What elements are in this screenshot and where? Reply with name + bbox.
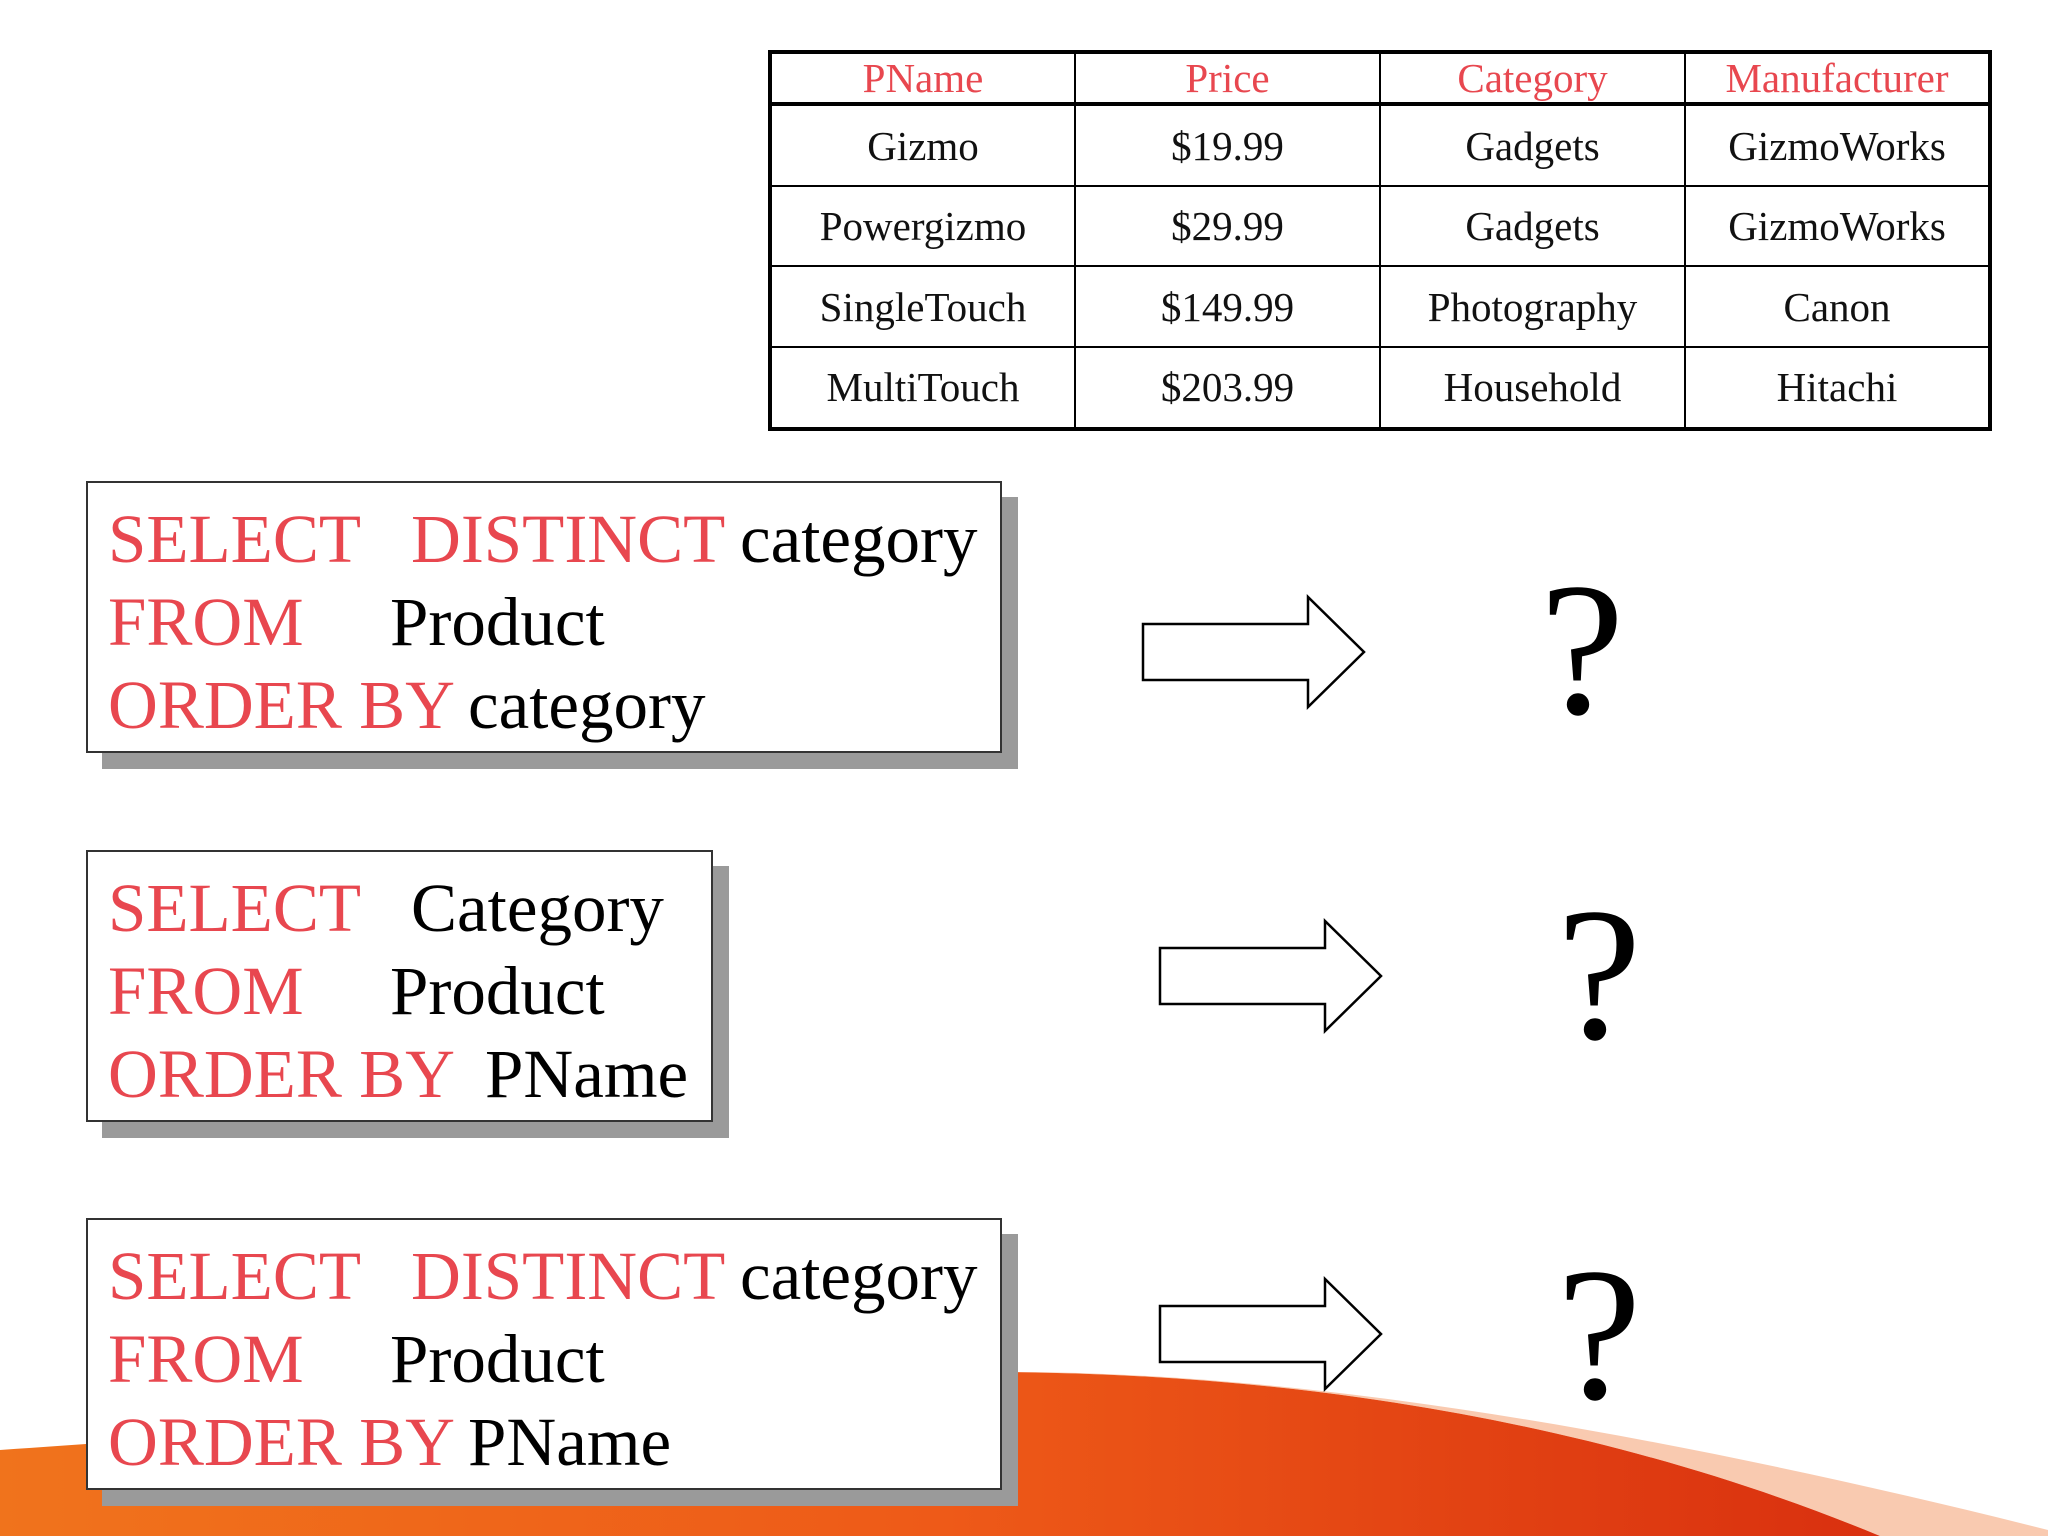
order-by-argument: category: [468, 667, 706, 743]
result-question-mark: ?: [1540, 545, 1625, 755]
column-header-category: Category: [1379, 51, 1686, 106]
select-keyword: SELECT: [108, 501, 361, 577]
table-cell: SingleTouch: [769, 265, 1076, 348]
column-header-price: Price: [1074, 51, 1381, 106]
select-argument: Category: [411, 870, 664, 946]
query-box-3: SELECT DISTINCT category FROM Product OR…: [86, 1218, 1002, 1490]
from-argument: Product: [390, 584, 605, 660]
table-cell: Gizmo: [769, 102, 1076, 188]
query-box-1: SELECT DISTINCT category FROM Product OR…: [86, 481, 1002, 753]
from-keyword: FROM: [108, 953, 304, 1029]
table-cell: $203.99: [1074, 345, 1381, 431]
order-by-argument: PName: [485, 1036, 689, 1112]
table-cell: Hitachi: [1684, 345, 1991, 431]
table-cell: GizmoWorks: [1684, 102, 1991, 188]
table-row: Powergizmo $29.99 Gadgets GizmoWorks: [769, 185, 1991, 268]
table-header-row: PName Price Category Manufacturer: [769, 51, 1991, 106]
table-row: Gizmo $19.99 Gadgets GizmoWorks: [769, 102, 1991, 188]
select-argument: category: [740, 1238, 978, 1314]
order-by-argument: PName: [468, 1404, 672, 1480]
distinct-keyword: DISTINCT: [411, 501, 726, 577]
product-table: PName Price Category Manufacturer Gizmo …: [768, 50, 1992, 431]
order-by-keyword: ORDER BY: [108, 667, 455, 743]
table-cell: Canon: [1684, 265, 1991, 348]
from-argument: Product: [390, 1321, 605, 1397]
from-keyword: FROM: [108, 1321, 304, 1397]
result-question-mark: ?: [1557, 870, 1642, 1080]
right-arrow-icon: [1158, 1276, 1383, 1392]
table-cell: GizmoWorks: [1684, 185, 1991, 268]
table-cell: Household: [1379, 345, 1686, 431]
table-cell: Gadgets: [1379, 185, 1686, 268]
from-argument: Product: [390, 953, 605, 1029]
table-cell: Gadgets: [1379, 102, 1686, 188]
table-row: MultiTouch $203.99 Household Hitachi: [769, 345, 1991, 431]
table-cell: Powergizmo: [769, 185, 1076, 268]
table-row: SingleTouch $149.99 Photography Canon: [769, 265, 1991, 348]
query-box-2: SELECT Category FROM Product ORDER BY PN…: [86, 850, 713, 1122]
table-cell: MultiTouch: [769, 345, 1076, 431]
table-cell: $29.99: [1074, 185, 1381, 268]
column-header-manufacturer: Manufacturer: [1684, 51, 1991, 106]
from-keyword: FROM: [108, 584, 304, 660]
column-header-pname: PName: [769, 51, 1076, 106]
order-by-keyword: ORDER BY: [108, 1404, 455, 1480]
right-arrow-icon: [1158, 918, 1383, 1034]
select-keyword: SELECT: [108, 870, 361, 946]
table-cell: $149.99: [1074, 265, 1381, 348]
result-question-mark: ?: [1557, 1230, 1642, 1440]
select-keyword: SELECT: [108, 1238, 361, 1314]
select-argument: category: [740, 501, 978, 577]
table-cell: $19.99: [1074, 102, 1381, 188]
right-arrow-icon: [1141, 594, 1366, 710]
distinct-keyword: DISTINCT: [411, 1238, 726, 1314]
order-by-keyword: ORDER BY: [108, 1036, 455, 1112]
table-cell: Photography: [1379, 265, 1686, 348]
